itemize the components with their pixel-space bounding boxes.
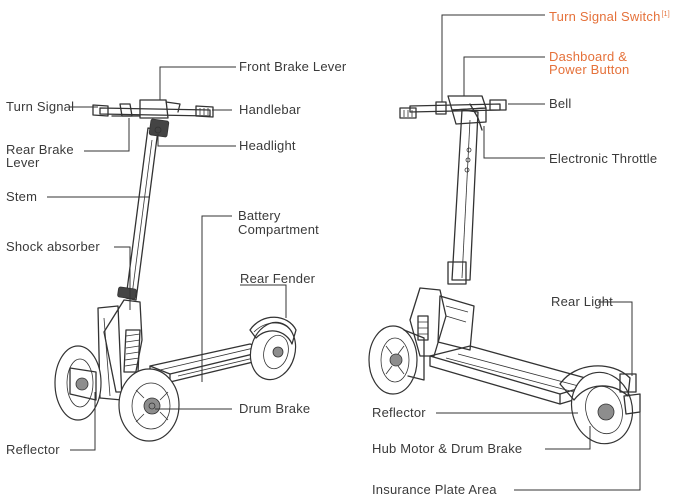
label-headlight: Headlight (239, 138, 296, 153)
label-dashboard-line1: Dashboard & (549, 49, 628, 64)
label-turn-signal-switch-text: Turn Signal Switch (549, 9, 661, 24)
left-front-wheel-right (118, 368, 180, 442)
left-leader-lines (47, 66, 287, 451)
right-stem (447, 109, 479, 285)
label-dashboard-line2: Power Button (549, 62, 630, 77)
left-rear-wheel (249, 316, 297, 381)
label-drum-brake: Drum Brake (239, 401, 311, 416)
label-insurance-plate-area: Insurance Plate Area (372, 482, 497, 497)
label-reflector-left: Reflector (6, 442, 60, 457)
right-rear-wheel (559, 365, 641, 445)
right-front-assembly (409, 287, 475, 357)
label-reflector-right: Reflector (372, 405, 426, 420)
label-rear-fender: Rear Fender (240, 271, 316, 286)
label-bell: Bell (549, 96, 572, 111)
label-turn-signal-switch: Turn Signal Switch[1] (549, 8, 670, 24)
label-battery-compartment-line2: Compartment (238, 222, 319, 237)
label-front-brake-lever: Front Brake Lever (239, 59, 347, 74)
label-turn-signal-switch-note: [1] (661, 11, 670, 18)
label-rear-brake-lever-line2: Lever (6, 155, 40, 170)
label-battery-compartment-line1: Battery (238, 208, 281, 223)
label-rear-light: Rear Light (551, 294, 613, 309)
label-handlebar: Handlebar (239, 102, 301, 117)
left-front-wheel-left (54, 345, 102, 421)
label-stem: Stem (6, 189, 38, 204)
right-handlebar (399, 95, 507, 131)
right-leader-lines (436, 14, 641, 491)
label-shock-absorber: Shock absorber (6, 239, 100, 254)
label-rear-brake-lever-line1: Rear Brake (6, 142, 74, 157)
right-scooter-illustration (368, 95, 641, 445)
left-scooter-illustration (54, 99, 297, 442)
label-turn-signal: Turn Signal (6, 99, 75, 114)
right-front-wheel (368, 325, 425, 395)
label-electronic-throttle: Electronic Throttle (549, 151, 658, 166)
left-handlebar (92, 99, 214, 134)
label-hub-motor-drum-brake: Hub Motor & Drum Brake (372, 441, 523, 456)
